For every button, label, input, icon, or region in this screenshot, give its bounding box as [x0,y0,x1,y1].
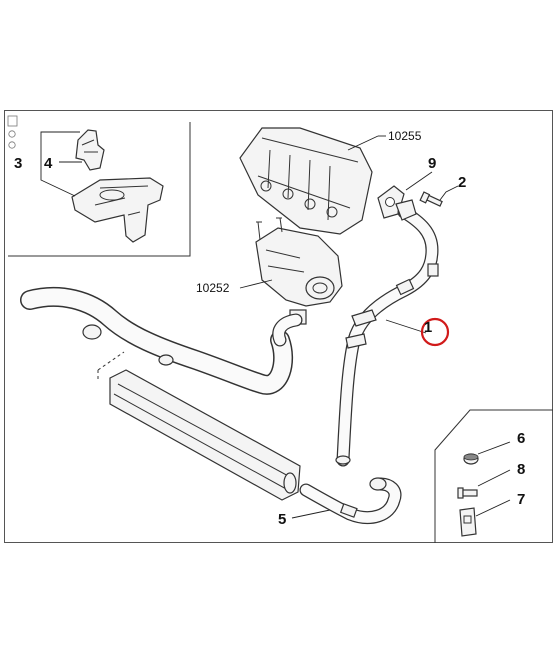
mounting-bracket-part [71,177,164,243]
intake-manifold-ref [239,127,373,235]
inset-box-top-left [8,122,191,257]
zoom-in-icon[interactable] [8,130,16,138]
diagram-frame [4,110,553,543]
label-part-6[interactable]: 6 [517,430,525,447]
gasket-part [377,185,405,219]
egr-valve-ref [255,217,343,325]
leader-9 [405,171,433,191]
zoom-out-icon[interactable] [8,141,16,149]
leader-1 [385,319,427,334]
intake-duct-ref [20,286,303,395]
leader-6 [477,441,511,455]
label-part-5[interactable]: 5 [278,511,286,528]
label-part-4: 4 [44,155,53,172]
highlight-ring [420,317,450,347]
zoom-tools[interactable] [7,115,18,149]
label-part-8[interactable]: 8 [517,461,525,478]
label-part-9[interactable]: 9 [428,155,436,172]
leader-5 [291,509,331,519]
leader-3-top [40,131,80,162]
bolt-part [419,191,443,207]
seal-part [463,453,479,465]
leader-10255 [347,135,379,151]
bracket-clip-part [75,129,105,171]
leader-3-bottom [40,162,76,197]
leader-2 [439,185,459,201]
page-icon[interactable] [7,115,18,127]
screw-part [457,487,478,499]
lower-hose-part [299,477,402,524]
leader-7 [475,499,511,517]
leader-8 [477,469,511,487]
main-hose-part [335,199,439,467]
leader-10252 [239,279,273,289]
label-ref-10255[interactable]: 10255 [388,129,422,143]
label-ref-10252[interactable]: 10252 [196,281,230,295]
label-part-3: 3 [14,155,22,172]
clip-part [459,507,477,537]
label-part-2[interactable]: 2 [458,174,466,191]
inset-box-bottom-right [434,409,553,543]
intercooler-ref [97,351,301,501]
label-part-1[interactable]: 1 [424,319,432,336]
label-part-7[interactable]: 7 [517,491,525,508]
